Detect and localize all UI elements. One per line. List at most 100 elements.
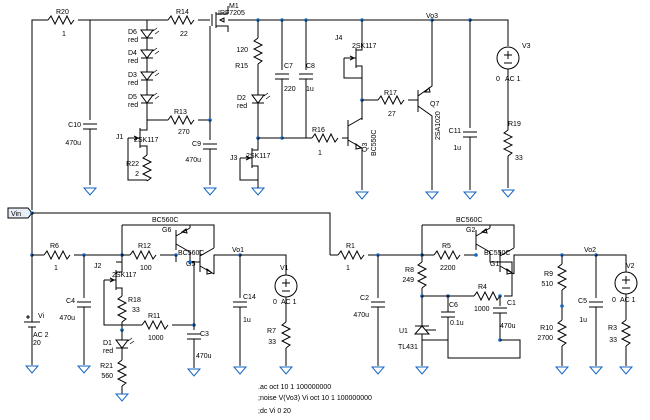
q3-ref: Q3: [362, 143, 369, 152]
directive-ac[interactable]: .ac oct 10 1 100000000: [258, 384, 331, 391]
c10-value: 470u: [65, 140, 81, 147]
resistor-r1[interactable]: [337, 249, 365, 261]
vi-ref: Vi: [38, 313, 45, 320]
c6-value: 0.1u: [450, 320, 464, 327]
ground-c14: [232, 366, 248, 375]
d6-top-value: red: [128, 37, 138, 44]
ground-c10: [82, 187, 98, 196]
r18-value: 33: [132, 307, 140, 314]
r1-ref: R1: [346, 243, 355, 250]
resistor-r4[interactable]: [473, 290, 501, 302]
resistor-r15[interactable]: [252, 37, 264, 65]
ground-c4: [76, 365, 92, 374]
c4-ref: C4: [66, 298, 75, 305]
r6-value: 1: [54, 265, 58, 272]
capacitor-c9[interactable]: [203, 143, 217, 150]
c9-ref: C9: [192, 141, 201, 148]
resistor-r16[interactable]: [311, 132, 339, 144]
v1-value: 0: [273, 299, 277, 306]
resistor-r8[interactable]: [416, 261, 428, 289]
r13-ref: R13: [174, 109, 187, 116]
d6-top-ref: D6: [128, 29, 137, 36]
v3-ref: V3: [522, 43, 531, 50]
r5-ref: R5: [442, 243, 451, 250]
resistor-r19[interactable]: [502, 129, 514, 157]
capacitor-c3[interactable]: [187, 333, 201, 340]
resistor-r9[interactable]: [556, 263, 568, 291]
d5-value: red: [128, 102, 138, 109]
ground-r19: [500, 189, 516, 198]
ground-c5: [588, 366, 604, 375]
capacitor-c6[interactable]: [441, 311, 455, 318]
c14-ref: C14: [243, 294, 256, 301]
r17-value: 27: [388, 111, 396, 118]
transistor-g2[interactable]: [475, 227, 491, 253]
transistor-g6[interactable]: [175, 227, 191, 253]
resistor-r7[interactable]: [280, 321, 292, 349]
ground-j3: [250, 187, 266, 196]
resistor-r5[interactable]: [433, 249, 461, 261]
resistor-r6[interactable]: [43, 249, 71, 261]
capacitor-c5[interactable]: [589, 301, 603, 308]
jfet-j2[interactable]: [104, 262, 123, 296]
c1-value: 470u: [500, 323, 516, 330]
capacitor-c14[interactable]: [233, 301, 247, 308]
v3-ac: AC 1: [505, 76, 521, 83]
r10-value: 2700: [537, 335, 553, 342]
capacitor-c1[interactable]: [493, 307, 507, 314]
jfet-j4[interactable]: [344, 20, 363, 78]
led-d3[interactable]: [140, 69, 160, 81]
resistor-r11[interactable]: [141, 319, 169, 331]
transistor-g5[interactable]: [199, 247, 215, 275]
r11-value: 1000: [148, 335, 164, 342]
r15-ref: R15: [235, 63, 248, 70]
directive-dc[interactable]: ;dc Vi 0 20: [258, 408, 291, 415]
v1-ref: V1: [280, 265, 289, 272]
resistor-r3[interactable]: [620, 319, 632, 347]
d1-value: red: [103, 348, 113, 355]
vin-node[interactable]: Vin: [7, 207, 33, 219]
capacitor-c7[interactable]: [275, 73, 289, 80]
transistor-q7[interactable]: [417, 20, 433, 190]
r20-value: 1: [62, 31, 66, 38]
v3-value: 0: [496, 76, 500, 83]
led-d2[interactable]: [251, 92, 271, 104]
led-d6-top[interactable]: [140, 27, 160, 39]
jfet-j1[interactable]: [128, 120, 148, 155]
c7-ref: C7: [284, 63, 293, 70]
c10-ref: C10: [68, 122, 81, 129]
c3-value: 470u: [196, 353, 212, 360]
transistor-q3[interactable]: [347, 117, 363, 190]
q7-ref: Q7: [430, 101, 439, 108]
capacitor-c4[interactable]: [77, 301, 91, 308]
resistor-r20[interactable]: [47, 14, 75, 26]
resistor-r13[interactable]: [167, 114, 195, 126]
resistor-r18[interactable]: [116, 295, 128, 323]
r4-value: 1000: [474, 306, 490, 313]
resistor-r12[interactable]: [129, 249, 157, 261]
r9-ref: R9: [544, 271, 553, 278]
led-d1[interactable]: [115, 337, 135, 349]
r12-ref: R12: [138, 243, 151, 250]
capacitor-c8[interactable]: [299, 73, 313, 80]
top-stage: R20 1 C10 470u D6 red D4 red D3 red: [31, 3, 531, 210]
r17-ref: R17: [384, 90, 397, 97]
resistor-r22[interactable]: [141, 154, 153, 182]
led-d4[interactable]: [140, 47, 160, 59]
r8-ref: R8: [405, 267, 414, 274]
capacitor-c10[interactable]: [83, 123, 97, 130]
capacitor-c11[interactable]: [463, 131, 477, 138]
shunt-regulator-u1[interactable]: [413, 325, 436, 335]
resistor-r10[interactable]: [556, 319, 568, 347]
resistor-r17[interactable]: [377, 94, 405, 106]
led-d5[interactable]: [140, 92, 160, 104]
vi-value2: 20: [33, 340, 41, 347]
directive-noise[interactable]: ;noise V(Vo3) Vi oct 10 1 100000000: [258, 395, 372, 402]
resistor-r14[interactable]: [167, 14, 195, 26]
jfet-j3[interactable]: [240, 138, 259, 175]
mosfet-m1[interactable]: [210, 6, 229, 32]
ground-c3: [186, 368, 202, 377]
r21-ref: R21: [100, 363, 113, 370]
resistor-r21[interactable]: [116, 359, 128, 387]
capacitor-c2[interactable]: [371, 301, 385, 308]
